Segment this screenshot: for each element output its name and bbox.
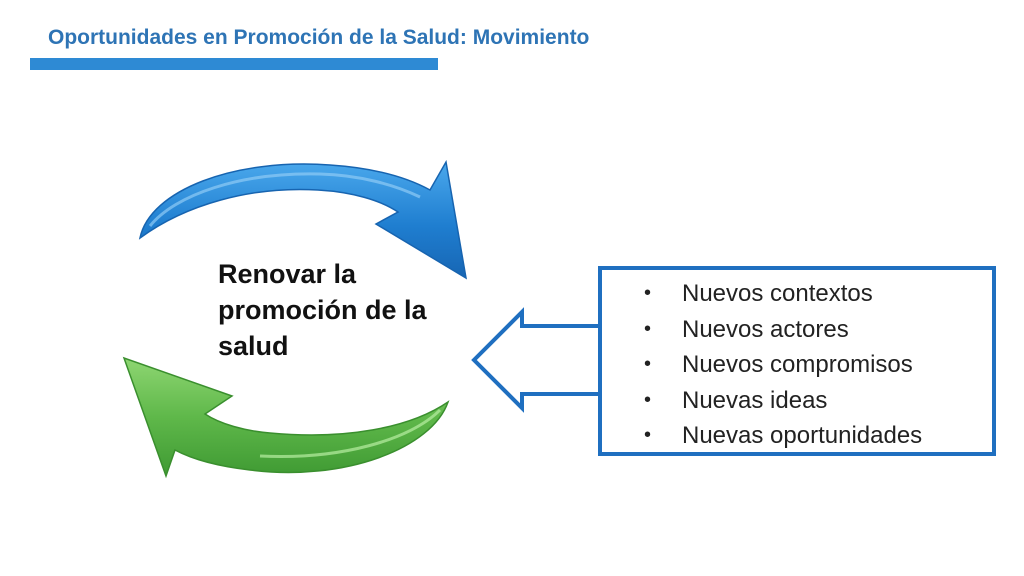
bullet-text: Nuevos contextos: [682, 280, 873, 307]
bullet-item: • Nuevos compromisos: [642, 347, 992, 383]
slide-title: Oportunidades en Promoción de la Salud: …: [48, 26, 590, 49]
bullet-text: Nuevos actores: [682, 315, 849, 343]
bullet-box: • Nuevos contextos • Nuevos actores • Nu…: [598, 266, 996, 456]
bullet-icon: •: [644, 388, 652, 411]
bullet-text: Nuevas oportunidades: [682, 422, 923, 450]
bullet-item: • Nuevos actores: [642, 312, 992, 348]
bullet-item: • Nuevas oportunidades: [642, 418, 992, 454]
bullet-icon: •: [644, 282, 652, 304]
title-underline: [30, 58, 438, 70]
blue-curved-arrow-icon: [138, 159, 468, 280]
bullet-item: • Nuevas ideas: [642, 383, 992, 419]
bullet-icon: •: [644, 424, 652, 447]
bullet-text: Nuevas ideas: [682, 386, 828, 414]
bullet-item: • Nuevos contextos: [642, 276, 992, 312]
center-label: Renovar la promoción de la salud: [218, 259, 427, 361]
bullet-icon: •: [644, 353, 652, 376]
left-outline-arrow-icon: [471, 307, 600, 413]
bullet-icon: •: [644, 317, 652, 340]
bullet-text: Nuevos compromisos: [682, 351, 913, 379]
bullet-list: • Nuevos contextos • Nuevos actores • Nu…: [602, 270, 992, 454]
green-curved-arrow-icon: [122, 356, 450, 479]
